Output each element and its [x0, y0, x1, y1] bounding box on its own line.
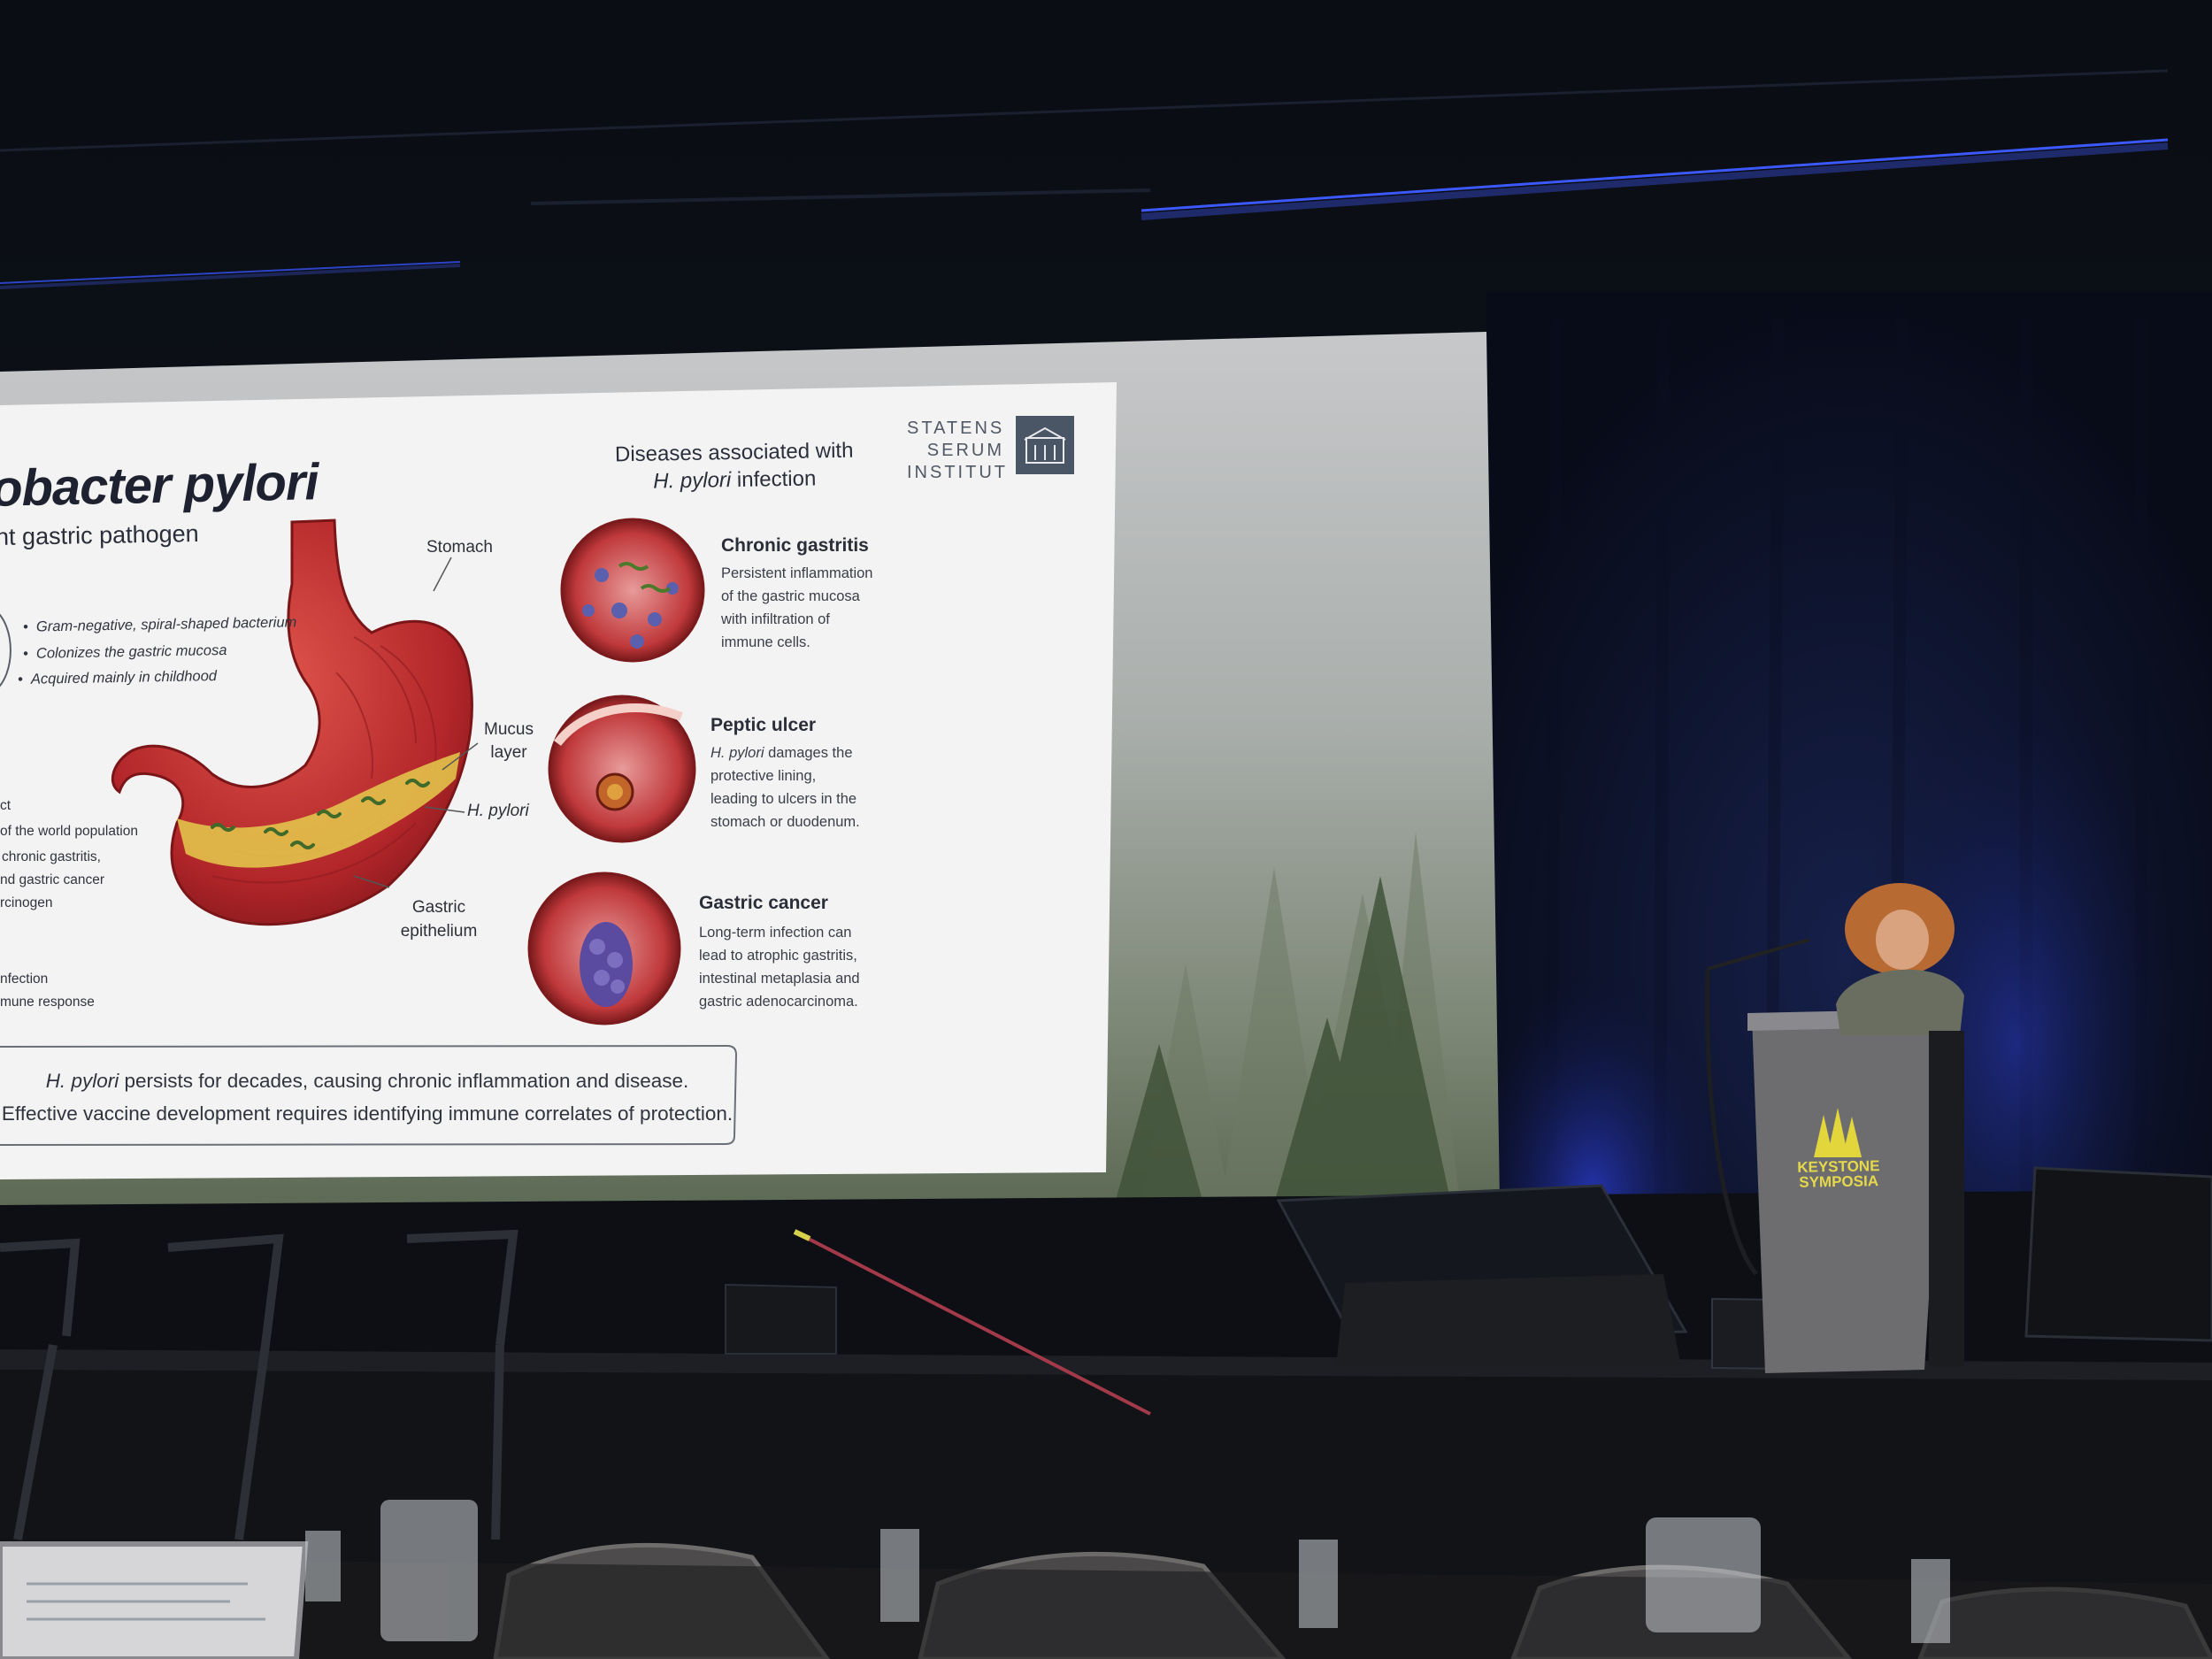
label-h-pylori: H. pylori	[467, 802, 529, 820]
diseases-heading: Diseases associated with H. pylori infec…	[614, 438, 854, 494]
presenter	[1836, 883, 1964, 1367]
gastric-cancer-illustration	[527, 872, 681, 1025]
label-stomach: Stomach	[426, 538, 493, 557]
stage-monitor	[1276, 1184, 1688, 1367]
bullet-3: • Acquired mainly in childhood	[17, 668, 218, 687]
left-partial-line: nd gastric cancer	[0, 872, 105, 887]
stomach-illustration	[111, 518, 479, 926]
audience-laptop	[0, 1541, 309, 1659]
chronic-gastritis-illustration	[560, 518, 705, 663]
slide-title: obacter pylori	[0, 453, 319, 518]
water-glasses	[305, 1500, 1950, 1643]
bullet-2: • Colonizes the gastric mucosa	[22, 641, 227, 663]
lighting-truss	[0, 69, 2169, 289]
left-partial-line: chronic gastritis,	[2, 849, 101, 864]
disease-peptic-ulcer: Peptic ulcer H. pylori damages the prote…	[710, 715, 887, 833]
callout-text: H. pylori persists for decades, causing …	[1, 1070, 733, 1125]
left-partial-line: rcinogen	[0, 895, 53, 910]
disease-title: Peptic ulcer	[710, 715, 817, 735]
disease-chronic-gastritis: Chronic gastritis Persistent inflammatio…	[721, 535, 898, 654]
disease-description: Persistent inflammation of the gastric m…	[721, 565, 873, 650]
label-gastric-epithelium: Gastric epithelium	[400, 898, 478, 941]
institute-name: STATENS SERUM INSTITUT	[907, 419, 1008, 482]
podium	[1747, 1009, 1955, 1373]
left-partial-line: of the world population	[0, 824, 138, 839]
left-partial-line: ct	[0, 798, 12, 813]
disease-title: Gastric cancer	[699, 893, 828, 913]
left-partial-line: nfection	[0, 972, 49, 987]
stage-chairs	[0, 1229, 518, 1540]
disease-gastric-cancer: Gastric cancer Long-term infection can l…	[699, 893, 885, 1013]
slide-subtitle: nt gastric pathogen	[0, 519, 199, 551]
label-mucus-layer: Mucus layer	[484, 720, 534, 762]
left-partial-line: mune response	[0, 995, 95, 1010]
peptic-ulcer-illustration	[548, 695, 696, 843]
callout-box	[0, 1044, 738, 1146]
disease-description: H. pylori damages the protective lining,…	[710, 745, 860, 830]
disease-description: Long-term infection can lead to atrophic…	[699, 925, 860, 1010]
podium-brand: KEYSTONE SYMPOSIA	[1797, 1157, 1880, 1191]
disease-title: Chronic gastritis	[721, 535, 869, 556]
